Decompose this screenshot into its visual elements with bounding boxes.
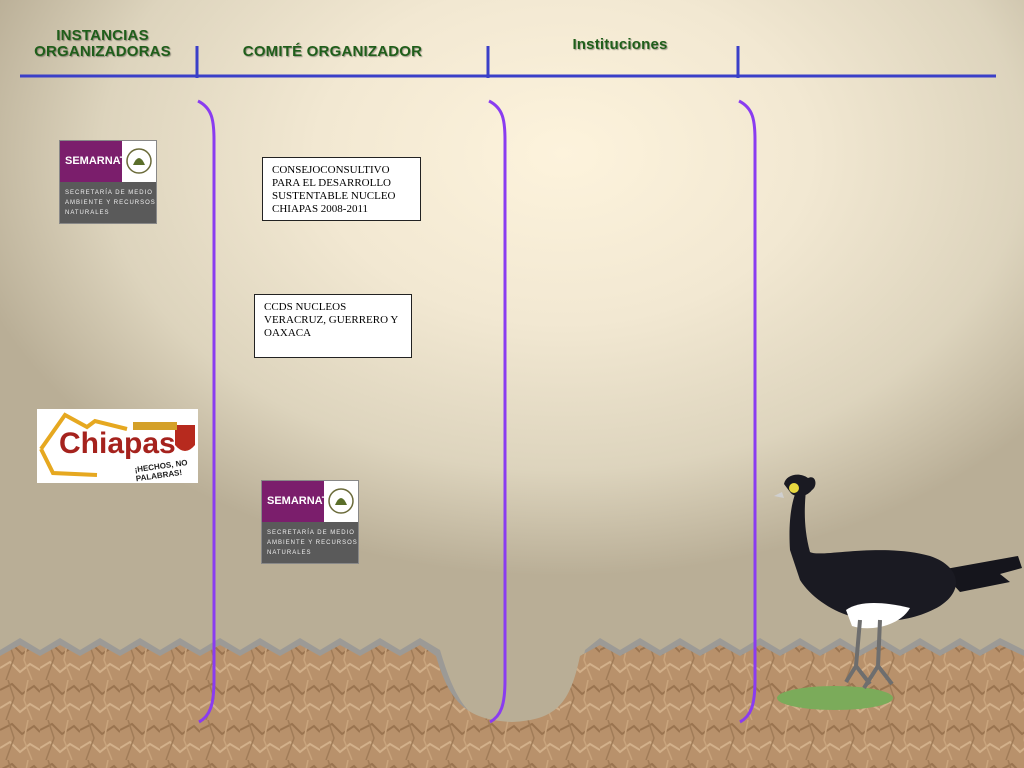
ground bbox=[0, 645, 1024, 768]
eagle-seal-icon bbox=[328, 488, 354, 514]
header-instituciones: Instituciones bbox=[572, 36, 668, 53]
crested-bird-illustration bbox=[774, 474, 1022, 710]
semarnat-subtitle: SECRETARÍA DE MEDIO AMBIENTE Y RECURSOS … bbox=[267, 530, 358, 556]
bracket-3 bbox=[738, 99, 757, 724]
chiapas-word: Chiapas bbox=[59, 427, 176, 460]
bracket-2 bbox=[488, 99, 507, 724]
semarnat-logo: SEMARNAT SECRETARÍA DE MEDIO AMBIENTE Y … bbox=[261, 480, 359, 564]
header-comite: COMITÉ ORGANIZADOR bbox=[242, 43, 423, 60]
eagle-seal-icon bbox=[126, 148, 152, 174]
bracket-1 bbox=[197, 99, 216, 724]
consejo-box: CONSEJOCONSULTIVO PARA EL DESARROLLO SUS… bbox=[262, 157, 421, 221]
header-instancias: INSTANCIAS ORGANIZADORAS bbox=[34, 27, 171, 60]
chiapas-banner bbox=[133, 422, 177, 430]
semarnat-brand: SEMARNAT bbox=[267, 495, 329, 507]
chiapas-outline-icon bbox=[39, 412, 195, 477]
semarnat-logo: SEMARNAT SECRETARÍA DE MEDIO AMBIENTE Y … bbox=[59, 140, 157, 224]
ccds-box: CCDS NUCLEOS VERACRUZ, GUERRERO Y OAXACA bbox=[254, 294, 412, 358]
semarnat-brand: SEMARNAT bbox=[65, 155, 127, 167]
chiapas-logo: Chiapas ¡HECHOS, NO PALABRAS! bbox=[37, 409, 198, 483]
semarnat-subtitle: SECRETARÍA DE MEDIO AMBIENTE Y RECURSOS … bbox=[65, 190, 156, 216]
